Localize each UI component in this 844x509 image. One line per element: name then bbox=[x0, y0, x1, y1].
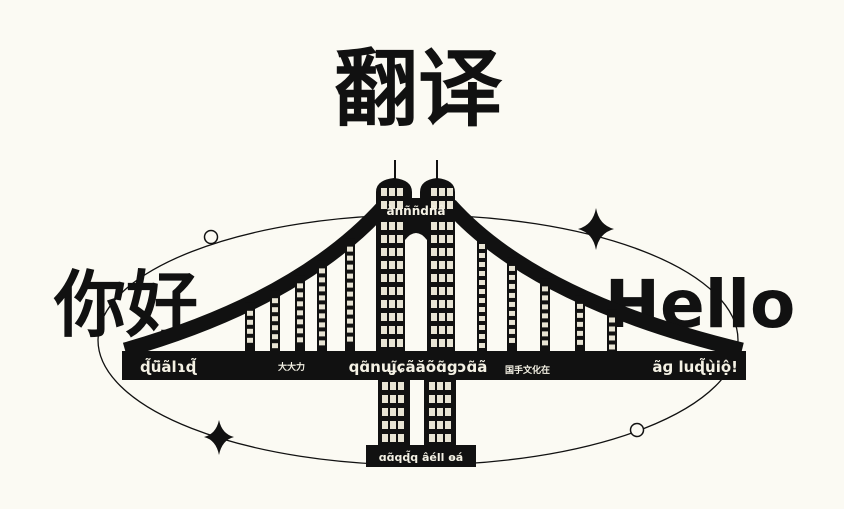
tower-base bbox=[366, 445, 476, 467]
english-hello-text: Hello bbox=[605, 266, 796, 343]
orbit-circle-icon bbox=[203, 229, 219, 245]
hanger bbox=[477, 235, 487, 352]
sparkle-star-icon bbox=[204, 420, 234, 455]
bridge-deck bbox=[122, 351, 746, 380]
deck-right-text: ãɡ luɖ̃ụ̀iộ! bbox=[652, 357, 738, 376]
title-text: 翻译 bbox=[334, 40, 503, 138]
sparkle-star-icon bbox=[578, 208, 614, 250]
tower-top-text: ànññdñâ bbox=[387, 204, 446, 218]
deck-cjk-cluster: 国手文化在 bbox=[505, 364, 550, 376]
hangers bbox=[245, 235, 617, 352]
deck-center-text: qɑ̃nuʝ̃ɕãăõɑ̃gɔɑ̃ã bbox=[349, 358, 488, 376]
deck-cjk-left: 大大力 bbox=[278, 361, 305, 373]
left-cable bbox=[122, 199, 391, 358]
bridge: ànññdñâ ɖ̃ũ̃ãlɿɖ̃ 大大力 qɑ̃nuʝ̃ɕãăõɑ̃gɔɑ̃ã… bbox=[122, 160, 746, 467]
tower-upper bbox=[376, 178, 455, 352]
right-cable bbox=[444, 199, 744, 358]
tower-window-pattern bbox=[381, 188, 453, 442]
orbit-circle-icon bbox=[629, 422, 645, 438]
deck-left-text: ɖ̃ũ̃ãlɿɖ̃ bbox=[140, 357, 198, 376]
hanger bbox=[245, 302, 255, 352]
base-text: ɑɑ̃qɖ̃q âéll ɵá bbox=[379, 450, 463, 464]
